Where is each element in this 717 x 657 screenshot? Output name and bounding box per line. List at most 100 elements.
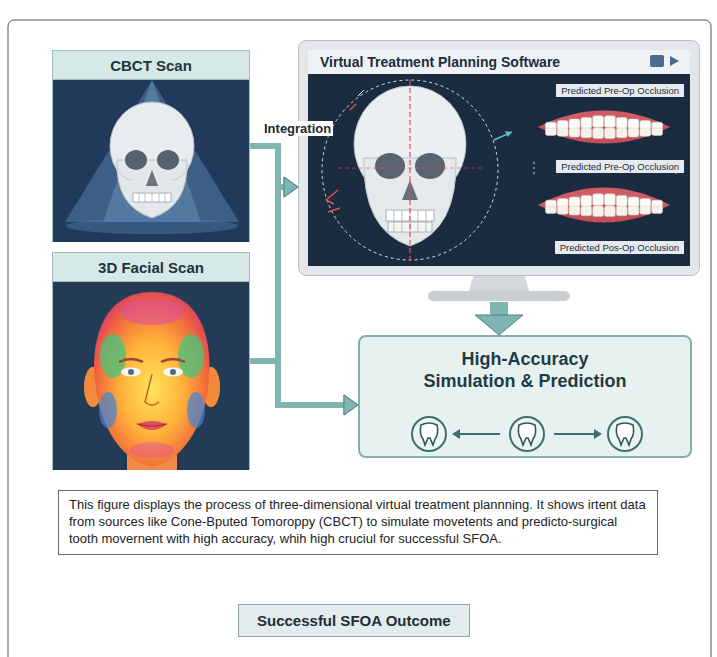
illustration-shape xyxy=(65,80,239,222)
panel-header: 3D Facial Scan xyxy=(53,253,249,282)
illustration-shape xyxy=(187,392,205,428)
illustration-shape xyxy=(94,292,209,466)
screen-label: Predicted Pos-Op Occlusion xyxy=(555,241,684,254)
illustration-shape xyxy=(103,80,201,222)
illustration-shape xyxy=(170,369,176,375)
illustration-shape xyxy=(652,128,663,135)
illustration-shape xyxy=(616,206,627,216)
illustration-shape xyxy=(145,374,159,405)
illustration-shape xyxy=(616,195,627,206)
illustration-shape xyxy=(66,218,238,234)
illustration-shape xyxy=(628,128,639,137)
illustration-shape xyxy=(605,206,616,217)
arrow-head xyxy=(284,177,298,197)
illustration-shape xyxy=(650,55,664,67)
illustration-shape xyxy=(628,197,639,207)
prediction-box: High-Accuracy Simulation & Prediction xyxy=(358,335,692,458)
illustration-shape xyxy=(308,50,690,74)
illustration-shape xyxy=(628,206,639,215)
illustration-shape xyxy=(119,172,185,180)
monitor-title: Virtual Treatment Planning Software xyxy=(320,54,560,70)
illustration-shape xyxy=(505,131,512,137)
illustration-shape xyxy=(530,176,678,234)
illustration-shape xyxy=(581,117,592,128)
illustration-shape xyxy=(350,104,356,110)
illustration-shape xyxy=(53,80,249,242)
illustration-shape xyxy=(358,90,364,96)
illustration-shape xyxy=(546,206,557,213)
illustration-shape xyxy=(593,116,604,128)
illustration-shape xyxy=(557,128,568,136)
illustration xyxy=(53,80,249,242)
illustration-shape xyxy=(415,153,445,179)
connector-arrow xyxy=(475,302,523,335)
illustration-shape xyxy=(628,119,639,129)
illustration-shape xyxy=(412,417,446,451)
illustration-shape xyxy=(569,197,580,207)
arrow-head xyxy=(344,395,358,415)
illustration-shape xyxy=(530,100,678,154)
illustration-shape xyxy=(456,433,500,435)
panel-title: 3D Facial Scan xyxy=(98,259,204,276)
illustration-shape xyxy=(569,128,580,137)
connector-arrow xyxy=(250,361,358,415)
illustration-shape xyxy=(554,433,598,435)
illustration-shape xyxy=(409,80,410,262)
illustration-shape xyxy=(546,128,557,135)
illustration-shape xyxy=(616,117,627,128)
illustration-shape xyxy=(616,423,633,445)
illustration-shape xyxy=(594,429,602,439)
illustration-shape xyxy=(538,205,670,223)
caption-box: This figure displays the process of thre… xyxy=(58,490,658,555)
connector-arrow xyxy=(250,146,298,197)
illustration-shape xyxy=(652,206,663,213)
frame-border xyxy=(8,20,711,657)
illustration-shape xyxy=(146,170,158,186)
panel-title: CBCT Scan xyxy=(110,57,192,74)
illustration-shape xyxy=(581,128,592,138)
illustration xyxy=(53,282,249,470)
illustration-shape xyxy=(494,132,512,140)
illustration-shape xyxy=(137,421,167,430)
scan-panel: 3D Facial Scan xyxy=(52,252,250,470)
connector-arrow xyxy=(250,177,298,361)
scan-panel: CBCT Scan xyxy=(52,50,250,242)
illustration-shape xyxy=(121,368,141,377)
screen-label: Predicted Pre-Op Occlusion xyxy=(556,160,684,173)
illustration-shape xyxy=(308,50,690,266)
illustration-shape xyxy=(120,299,184,325)
box-title: High-Accuracy Simulation & Prediction xyxy=(375,349,675,392)
illustration-shape xyxy=(593,128,604,139)
illustration-shape xyxy=(581,195,592,206)
arrow-head xyxy=(344,395,358,415)
illustration-shape xyxy=(117,160,187,218)
integration-label: Integration xyxy=(262,121,333,136)
outcome-box: Successful SFOA Outcome xyxy=(238,604,470,637)
illustration-shape xyxy=(53,282,249,470)
illustration-shape xyxy=(593,194,604,206)
illustration-shape xyxy=(640,206,651,214)
illustration-shape xyxy=(139,193,165,202)
illustration-shape xyxy=(605,116,616,128)
illustration-shape xyxy=(137,424,167,426)
illustration-shape xyxy=(130,442,174,458)
illustration-shape xyxy=(163,368,183,377)
illustration-shape xyxy=(133,193,171,202)
connector-line xyxy=(250,361,344,405)
illustration-shape xyxy=(99,392,117,428)
illustration-shape xyxy=(569,206,580,215)
illustration-shape xyxy=(338,168,482,169)
software-monitor: Virtual Treatment Planning SoftwarePredi… xyxy=(298,40,700,302)
illustration-shape xyxy=(640,128,651,136)
illustration-shape xyxy=(581,206,592,216)
illustration-shape xyxy=(428,291,570,301)
illustration-shape xyxy=(128,369,134,375)
illustration-shape xyxy=(375,153,405,179)
illustration-shape xyxy=(299,41,700,276)
illustration-shape xyxy=(670,56,679,66)
arrow-head xyxy=(284,177,298,197)
illustration-shape xyxy=(608,417,642,451)
arrow-head xyxy=(475,315,523,335)
illustration-shape xyxy=(593,206,604,217)
